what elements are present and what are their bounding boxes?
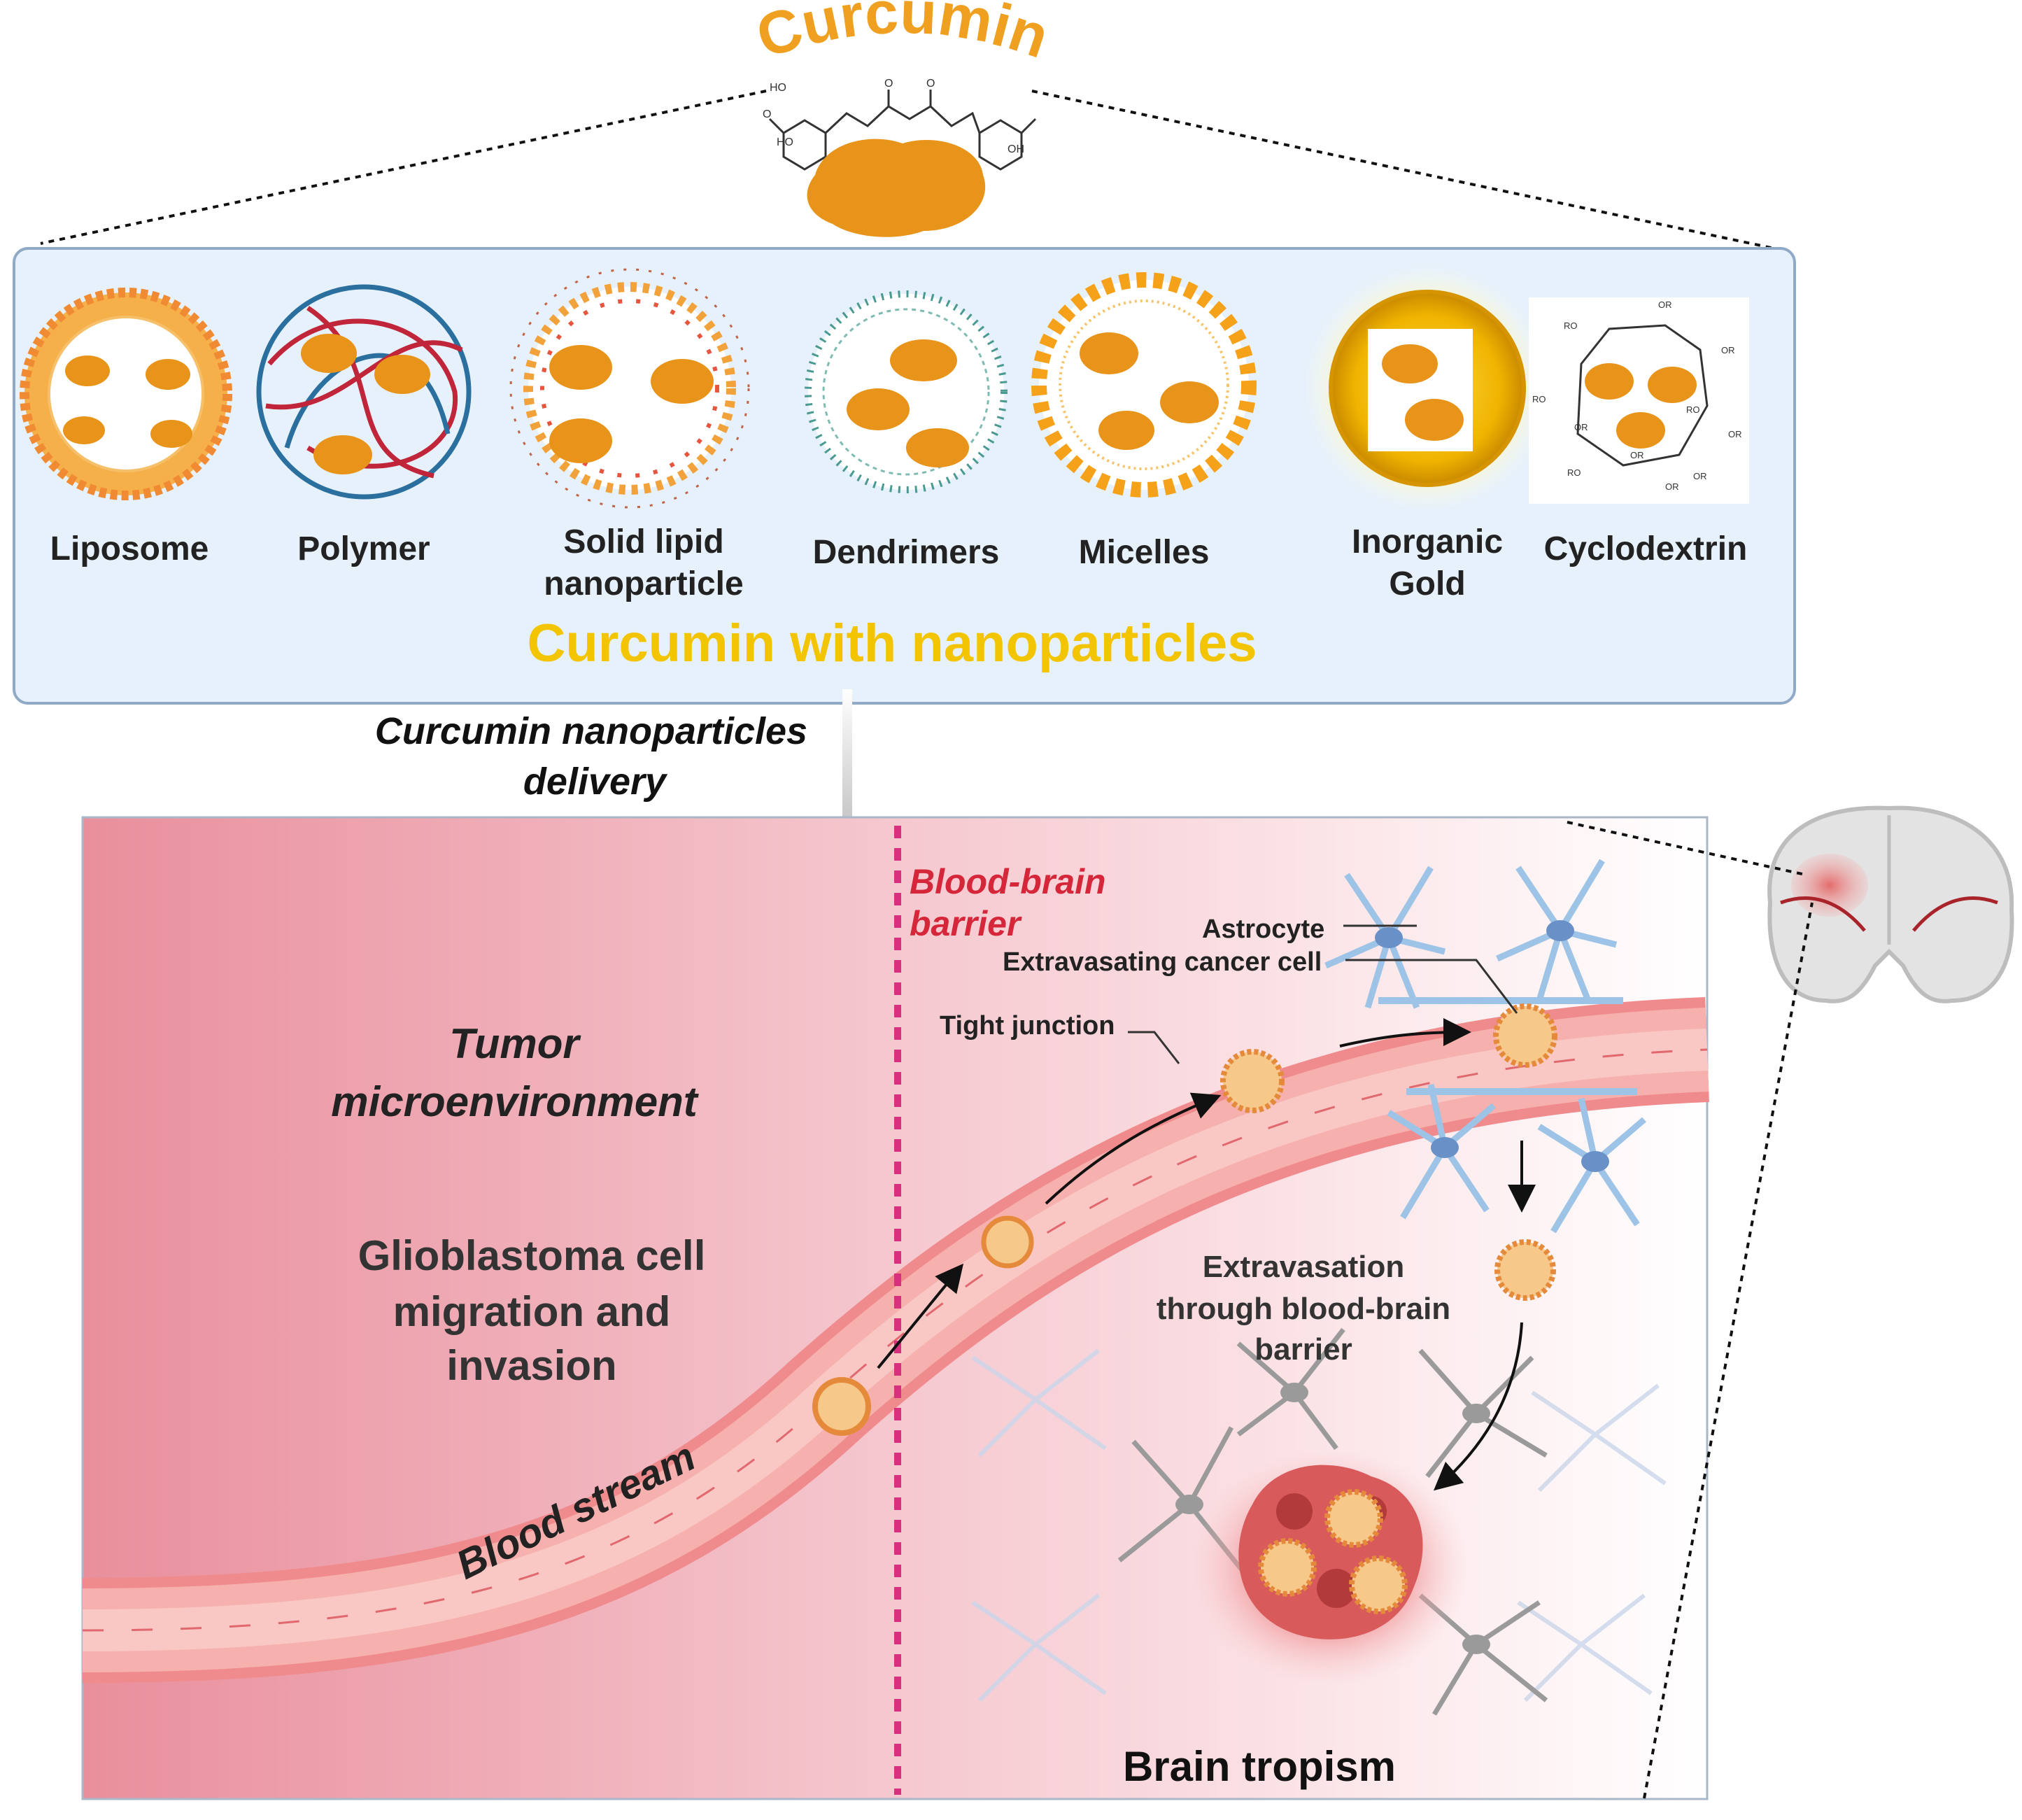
nanoparticle-labels: Liposome Polymer Solid lipid nanoparticl…: [50, 523, 1748, 602]
curcumin-title: Curcumin: [749, 0, 1057, 71]
tumor-line1: Tumor: [449, 1020, 581, 1067]
label-liposome: Liposome: [50, 530, 209, 567]
gbm-label: Glioblastoma cell migration and invasion: [358, 1232, 706, 1389]
migration-arrows: [877, 1018, 1536, 1491]
cd-label: RO: [1532, 394, 1546, 404]
tumor-mass: [1189, 1448, 1469, 1686]
cd-label: OR: [1665, 481, 1679, 492]
cyclodextrin-labels: OR OR RO RO OR OR RO OR RO OR OR: [1532, 299, 1742, 492]
tumor-label: Tumor microenvironment: [331, 1020, 699, 1125]
molecule-label: O: [884, 78, 893, 90]
cyclodextrin-illustration: [1529, 297, 1749, 504]
molecule-label: O: [926, 78, 935, 90]
molecule-label: HO: [777, 136, 793, 148]
molecule-label: HO: [770, 82, 786, 94]
cd-label: RO: [1567, 467, 1581, 478]
callout-line-left: [40, 90, 767, 245]
leader-lines: [1128, 924, 1518, 1064]
extravasation-line2: through blood-brain: [1157, 1292, 1450, 1326]
cd-label: OR: [1693, 471, 1707, 481]
extravasation-line1: Extravasation: [1203, 1250, 1405, 1284]
cd-label: OR: [1728, 429, 1742, 439]
label-cyclodextrin: Cyclodextrin: [1544, 530, 1748, 567]
label-sln-line1: Solid lipid: [563, 523, 723, 560]
delivery-line1: Curcumin nanoparticles: [375, 710, 807, 752]
molecule-labels: HO O O O HO OH: [763, 78, 1024, 155]
gold-illustration: [1305, 266, 1550, 511]
curcumin-molecule: [768, 90, 1037, 171]
extravasation-line3: barrier: [1254, 1332, 1352, 1367]
delivery-line2: delivery: [523, 761, 668, 803]
sln-illustration: [509, 268, 750, 509]
astrocyte-bodies-bottom: [1431, 1137, 1609, 1172]
neuron-bodies: [1175, 1383, 1490, 1654]
astrocytes-bottom: [1387, 1084, 1646, 1234]
label-dendrimers: Dendrimers: [813, 534, 1000, 571]
gbm-line1: Glioblastoma cell: [358, 1232, 706, 1279]
bbb-label: Blood-brain barrier: [910, 862, 1106, 943]
nanoparticle-in-vessel: [812, 1003, 1557, 1614]
molecule-label: O: [763, 108, 771, 120]
curcumin-powder: [807, 139, 986, 237]
extravasation-label: Extravasation through blood-brain barrie…: [1157, 1250, 1450, 1367]
gbm-line2: migration and: [393, 1288, 671, 1335]
tight-junction-label: Tight junction: [940, 1011, 1115, 1040]
brain-tropism-label: Brain tropism: [1123, 1743, 1396, 1790]
background-glia: [971, 1348, 1667, 1702]
astrocyte-bodies-top: [1375, 920, 1574, 948]
cd-label: OR: [1630, 450, 1644, 460]
label-polymer: Polymer: [297, 530, 430, 567]
astrocyte-label: Astrocyte: [1202, 915, 1324, 944]
bbb-line1: Blood-brain: [910, 862, 1106, 901]
callout-line-right: [1031, 90, 1785, 252]
liposome-illustration: [20, 288, 232, 500]
extravasating-label: Extravasating cancer cell: [1003, 947, 1322, 977]
panel-title: Curcumin with nanoparticles: [527, 614, 1257, 673]
brain-inset: [1767, 805, 2014, 1003]
cd-label: RO: [1564, 320, 1578, 331]
tumor-line2: microenvironment: [331, 1078, 699, 1125]
delivery-label: Curcumin nanoparticles delivery: [375, 710, 807, 803]
molecule-label: OH: [1008, 143, 1024, 155]
cd-label: OR: [1721, 345, 1735, 355]
bbb-line2: barrier: [910, 904, 1022, 943]
label-gold-line2: Gold: [1389, 565, 1465, 602]
micelle-illustration: [1031, 272, 1257, 498]
gbm-line3: invasion: [446, 1342, 616, 1389]
polymer-illustration: [256, 284, 472, 500]
cell-labels: Astrocyte Extravasating cancer cell Tigh…: [940, 915, 1324, 1040]
cd-label: OR: [1658, 299, 1672, 310]
label-sln-line2: nanoparticle: [544, 565, 743, 602]
cd-label: OR: [1574, 422, 1588, 432]
dendrimer-illustration: [805, 290, 1008, 493]
label-micelles: Micelles: [1079, 534, 1210, 571]
label-gold-line1: Inorganic: [1352, 523, 1503, 560]
inset-link-top: [1567, 821, 1806, 876]
cd-label: RO: [1686, 404, 1700, 415]
astrocytes-top: [1324, 859, 1623, 1009]
